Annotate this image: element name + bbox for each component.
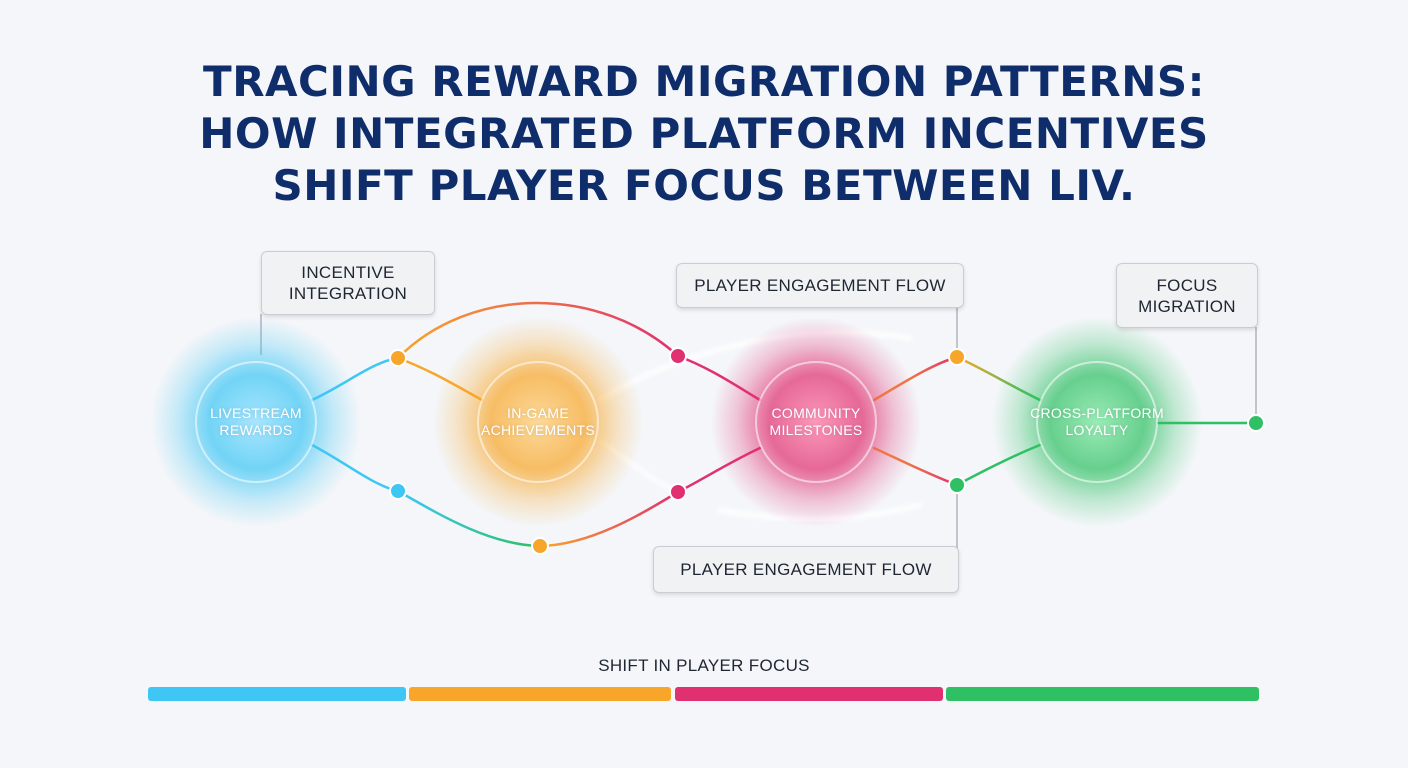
flow-orange-bottom-arc <box>538 490 680 548</box>
junction-dots <box>389 347 1265 555</box>
node-crossplatform <box>992 317 1202 527</box>
focus-bar-ingame <box>409 687 671 701</box>
node-label-crossplatform: CROSS-PLATFORM LOYALTY <box>1030 405 1164 438</box>
dot-blue-1 <box>389 482 407 500</box>
shift-focus-caption: SHIFT IN PLAYER FOCUS <box>598 656 810 675</box>
callout-incentive-integration: INCENTIVE INTEGRATION <box>261 251 435 315</box>
callout-engagement-flow-bottom: PLAYER ENGAGEMENT FLOW <box>653 546 959 593</box>
dot-orange-1 <box>389 349 407 367</box>
dot-pink-1 <box>669 347 687 365</box>
dot-green-2 <box>1247 414 1265 432</box>
title-line-2: HOW INTEGRATED PLATFORM INCENTIVES <box>199 109 1209 158</box>
node-community <box>711 317 921 527</box>
page-title: TRACING REWARD MIGRATION PATTERNS: HOW I… <box>0 56 1408 212</box>
node-ingame <box>433 317 643 527</box>
node-label-ingame: IN-GAME ACHIEVEMENTS <box>480 405 596 438</box>
dot-pink-2 <box>669 483 687 501</box>
focus-bar-livestream <box>148 687 406 701</box>
node-label-community: COMMUNITY MILESTONES <box>769 405 863 438</box>
node-label-livestream: LIVESTREAM REWARDS <box>210 405 302 438</box>
dot-orange-3 <box>948 348 966 366</box>
flow-orange-top-arc <box>396 301 680 360</box>
focus-bar-community <box>675 687 943 701</box>
flow-blue-bottom-arc <box>396 489 542 548</box>
title-line-3: SHIFT PLAYER FOCUS BETWEEN LIV. <box>272 161 1136 210</box>
node-livestream <box>151 317 361 527</box>
dot-orange-2 <box>531 537 549 555</box>
title-line-1: TRACING REWARD MIGRATION PATTERNS: <box>203 57 1205 106</box>
focus-bar-crossplatform <box>946 687 1259 701</box>
callout-engagement-flow-top: PLAYER ENGAGEMENT FLOW <box>676 263 964 308</box>
dot-green-1 <box>948 476 966 494</box>
callout-focus-migration: FOCUS MIGRATION <box>1116 263 1258 328</box>
